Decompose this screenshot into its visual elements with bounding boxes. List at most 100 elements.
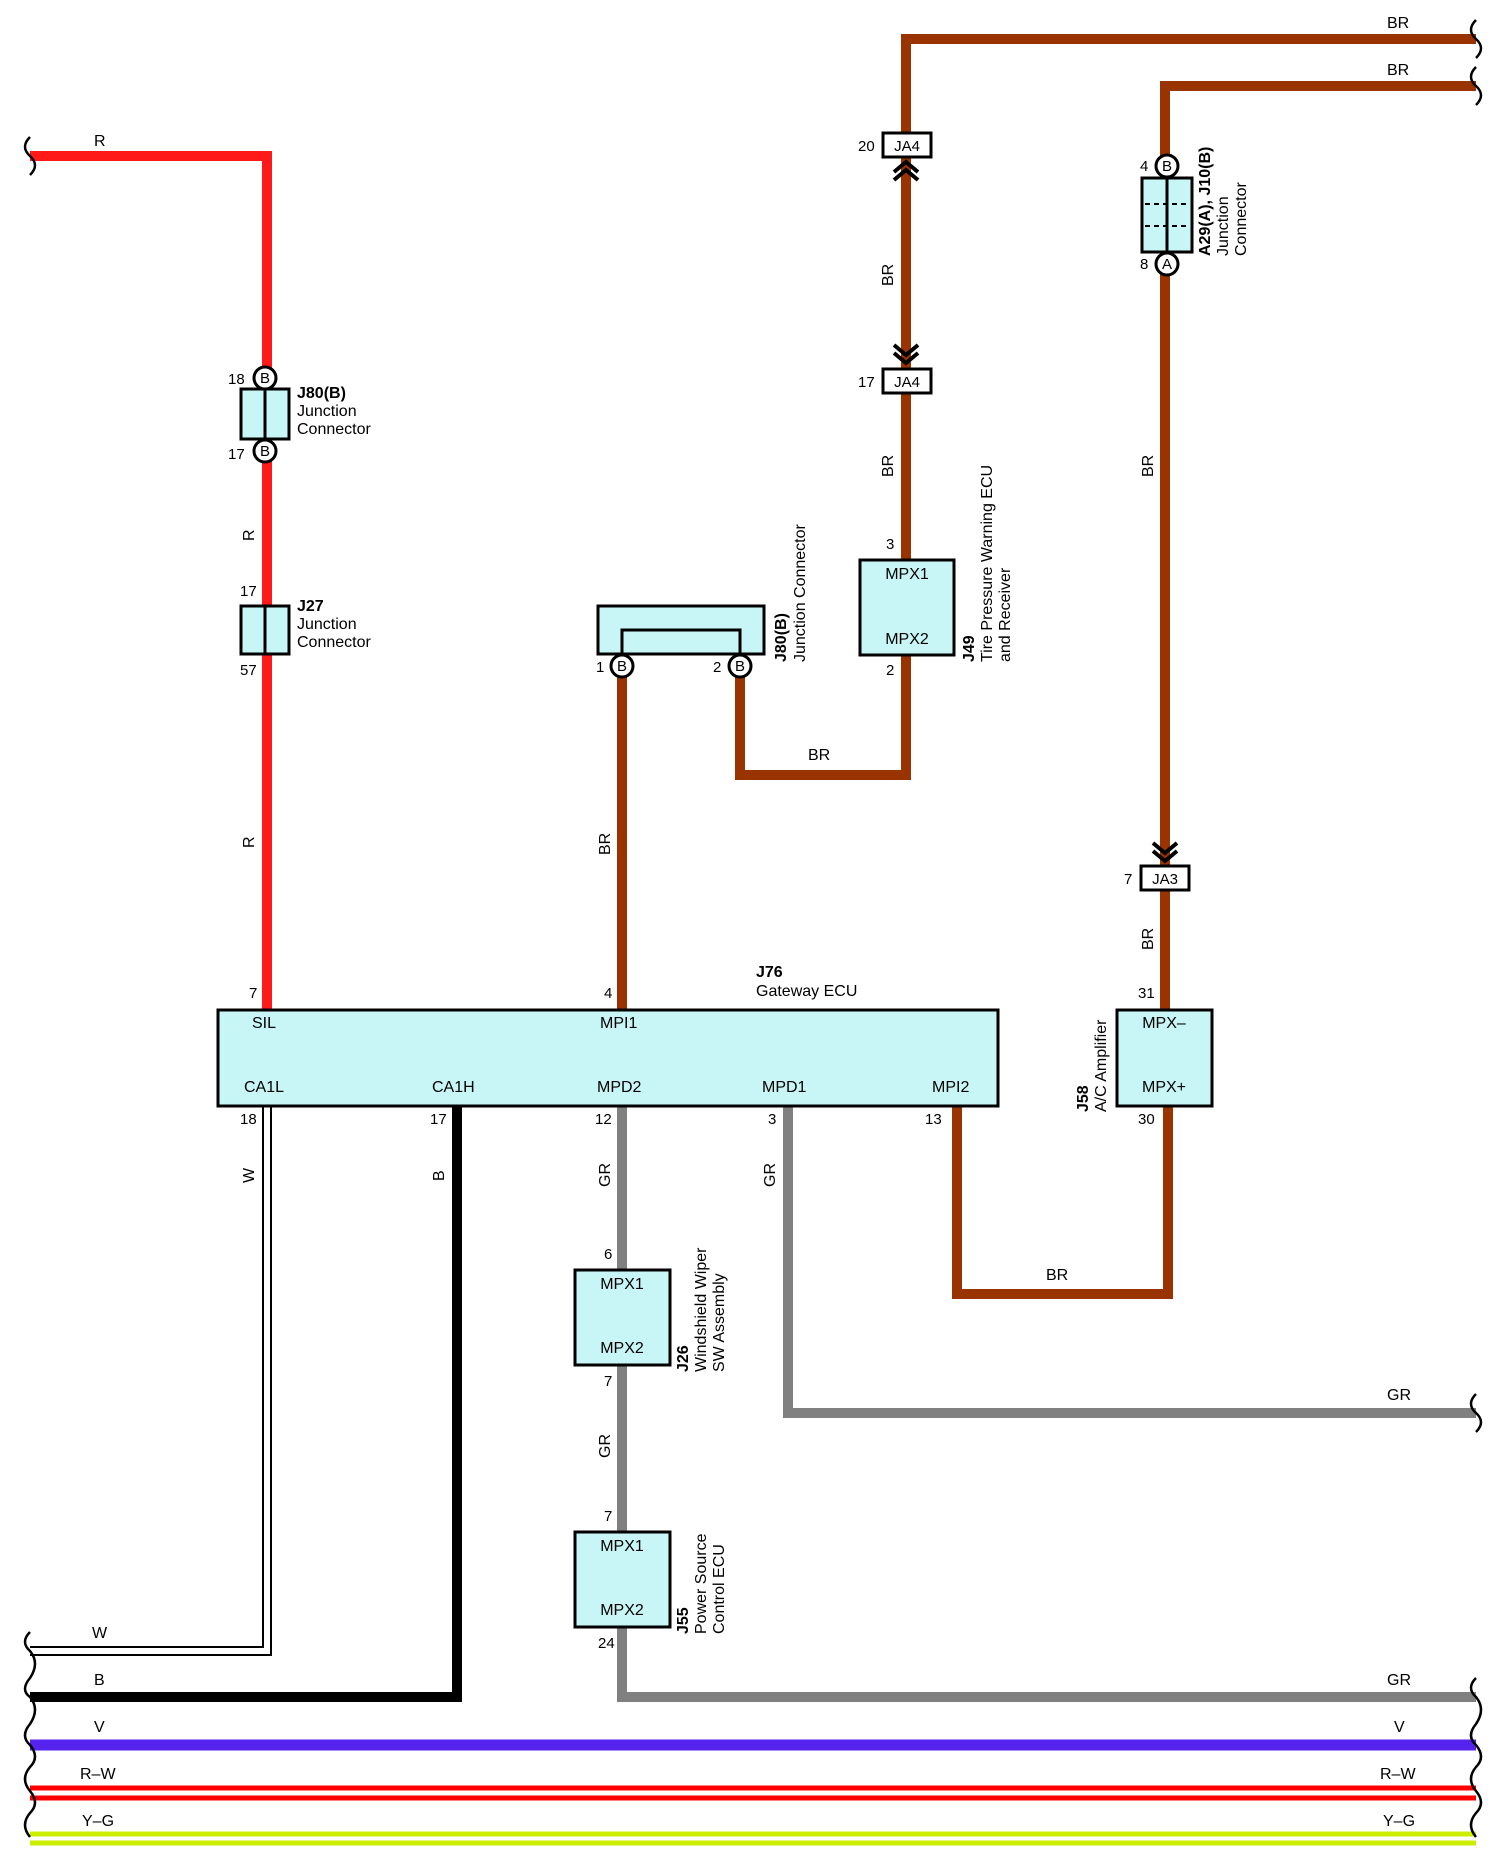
j58-ac-amplifier: MPX– MPX+ 31 30 J58 A/C Amplifier xyxy=(1075,985,1214,1128)
j55-port-bottom: MPX2 xyxy=(600,1602,644,1619)
j80b-left-terminal-bottom xyxy=(252,438,278,464)
label-br-j80-link: BR xyxy=(808,747,830,764)
j76-port-mpd2: MPD2 xyxy=(597,1079,642,1096)
j27-name: J27 xyxy=(297,598,324,615)
j55-port-top: MPX1 xyxy=(600,1538,644,1555)
j76-pin-mpi2: 13 xyxy=(925,1111,942,1128)
label-gr-bottom: GR xyxy=(1387,1672,1411,1689)
j80b-mid-connector: B B 1 2 J80(B) Junction Connector xyxy=(596,523,809,679)
j58-pin-bottom: 30 xyxy=(1138,1111,1155,1128)
j49-pin-bottom: 2 xyxy=(886,662,894,679)
j80b-mid-pin-left: 1 xyxy=(596,659,604,676)
j80b-left-name: J80(B) xyxy=(297,385,346,402)
ja4-lower-connector: JA4 17 xyxy=(858,343,933,395)
j80b-mid-terminal-left-label: B xyxy=(617,658,627,675)
break-mark-right-bus xyxy=(1469,1677,1483,1838)
j49-desc2: and Receiver xyxy=(997,567,1014,662)
j80b-mid-pin-right: 2 xyxy=(713,659,721,676)
wire-br-mpi2-loop xyxy=(952,1106,1173,1299)
j55-power-source-control-ecu: MPX1 MPX2 7 24 J55 Power Source Control … xyxy=(573,1508,728,1652)
j58-body xyxy=(1115,1008,1214,1108)
j26-desc2: SW Assembly xyxy=(711,1273,728,1372)
j49-port-bottom: MPX2 xyxy=(885,631,929,648)
ja4-upper-label: JA4 xyxy=(894,138,920,155)
j49-port-top: MPX1 xyxy=(885,566,929,583)
a29-desc2: Connector xyxy=(1233,182,1250,256)
label-r-mid2: R xyxy=(241,836,258,848)
break-mark-br-top1 xyxy=(1469,19,1483,59)
label-br-top1: BR xyxy=(1387,15,1409,32)
j49-name: J49 xyxy=(961,635,978,662)
wire-gr-mpd1 xyxy=(783,1106,1476,1418)
a29-desc1: Junction xyxy=(1215,196,1232,256)
j80b-left-terminal-top xyxy=(252,365,278,391)
ja4-upper-body xyxy=(881,131,933,159)
ja3-label: JA3 xyxy=(1152,871,1178,888)
ja3-body xyxy=(1139,864,1191,892)
ja4-lower-chevron-2 xyxy=(892,351,920,366)
j26-port-bottom: MPX2 xyxy=(600,1340,644,1357)
wire-br-j80-link xyxy=(735,655,911,780)
j49-desc1: Tire Pressure Warning ECU xyxy=(979,465,996,662)
label-r-mid1: R xyxy=(241,529,258,541)
ja4-upper-connector: JA4 20 xyxy=(858,131,933,182)
j80b-left-pin-bottom: 17 xyxy=(228,446,245,463)
ja4-lower-label: JA4 xyxy=(894,374,920,391)
wire-br-top2 xyxy=(1160,81,1476,1010)
a29-name: A29(A), J10(B) xyxy=(1197,147,1214,256)
ja4-upper-chevron-2 xyxy=(892,167,920,182)
j76-port-ca1h: CA1H xyxy=(432,1079,475,1096)
label-rw-left: R–W xyxy=(80,1766,116,1783)
j27-desc1: Junction xyxy=(297,616,357,633)
j76-port-mpd1: MPD1 xyxy=(762,1079,807,1096)
ja3-pin: 7 xyxy=(1124,871,1132,888)
ja4-lower-chevron-1 xyxy=(892,343,920,358)
j76-pin-mpi1: 4 xyxy=(604,985,612,1002)
j76-port-ca1l: CA1L xyxy=(244,1079,284,1096)
label-v-right: V xyxy=(1394,1719,1405,1736)
j26-windshield-wiper-sw: MPX1 MPX2 6 7 J26 Windshield Wiper SW As… xyxy=(573,1246,728,1390)
label-br-ja4-mid: BR xyxy=(880,264,897,286)
ja3-connector: JA3 7 xyxy=(1124,841,1191,892)
label-br-mpi1: BR xyxy=(597,833,614,855)
j26-desc1: Windshield Wiper xyxy=(693,1247,710,1372)
wire-gr-j55-bottom xyxy=(617,1627,1476,1702)
j55-desc1: Power Source xyxy=(693,1533,710,1634)
wire-b-ca1h xyxy=(30,1106,462,1702)
j76-gateway-ecu: J76 Gateway ECU SIL 7 MPI1 4 CA1L 18 CA1… xyxy=(216,964,1000,1128)
j76-name: J76 xyxy=(756,964,783,981)
j27-desc2: Connector xyxy=(297,634,371,651)
break-mark-r-top xyxy=(23,136,37,176)
j27-pin-top: 17 xyxy=(240,583,257,600)
j76-port-sil: SIL xyxy=(252,1015,276,1032)
j80b-left-desc2: Connector xyxy=(297,421,371,438)
j58-pin-top: 31 xyxy=(1138,985,1155,1002)
j80b-mid-terminal-right-label: B xyxy=(735,658,745,675)
break-mark-left-bus xyxy=(23,1631,37,1838)
label-gr-mpd1: GR xyxy=(762,1163,779,1187)
a29-terminal-bottom xyxy=(1154,251,1180,277)
j80b-left-terminal-top-label: B xyxy=(260,370,270,387)
label-r-top: R xyxy=(94,133,106,150)
ja4-upper-chevron-1 xyxy=(892,159,920,174)
j49-pin-top: 3 xyxy=(886,536,894,553)
a29-pin-bottom: 8 xyxy=(1140,256,1148,273)
label-gr-j26-j55: GR xyxy=(597,1434,614,1458)
label-b-bottom: B xyxy=(94,1672,105,1689)
j76-pin-ca1l: 18 xyxy=(240,1111,257,1128)
label-w-vert: W xyxy=(241,1167,258,1183)
ja4-lower-body xyxy=(881,367,933,395)
j80b-left-pin-top: 18 xyxy=(228,371,245,388)
j58-port-top: MPX– xyxy=(1142,1015,1186,1032)
wire-w-ca1l xyxy=(30,1106,270,1654)
j26-port-top: MPX1 xyxy=(600,1276,644,1293)
label-br-ja3: BR xyxy=(1140,928,1157,950)
label-v-left: V xyxy=(94,1719,105,1736)
j58-port-bottom: MPX+ xyxy=(1142,1079,1186,1096)
j76-port-mpi1: MPI1 xyxy=(600,1015,637,1032)
wire-w-ca1l-outline xyxy=(30,1106,272,1656)
j76-pin-mpd1: 3 xyxy=(768,1111,776,1128)
j55-pin-top: 7 xyxy=(604,1508,612,1525)
label-br-top2: BR xyxy=(1387,62,1409,79)
